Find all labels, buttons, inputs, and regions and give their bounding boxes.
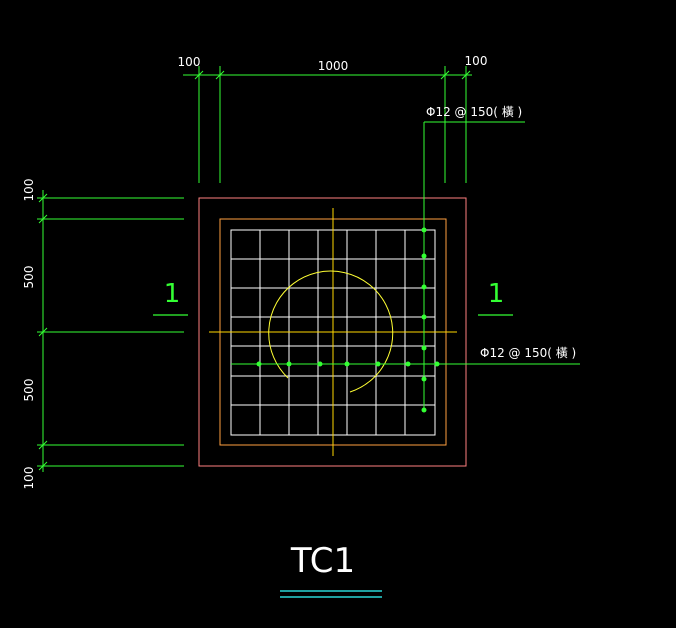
- column-circle: [268, 270, 394, 393]
- drawing-title: TC1: [290, 541, 355, 581]
- dim-left-bottom: 100: [22, 467, 36, 490]
- dim-left-upper: 500: [22, 266, 36, 289]
- dim-left-top: 100: [22, 179, 36, 202]
- top-dimension: [183, 66, 472, 183]
- section-left-label: 1: [164, 279, 181, 309]
- dim-top-right: 100: [465, 54, 488, 68]
- rebar-note-bottom: Φ12 @ 150( 橫 ): [480, 346, 576, 360]
- section-right-label: 1: [488, 279, 505, 309]
- dim-top-middle: 1000: [318, 59, 349, 73]
- dim-top-left: 100: [178, 55, 201, 69]
- left-dimension: [37, 190, 184, 472]
- centerlines: [209, 208, 457, 456]
- rebar-dots: [256, 227, 440, 413]
- rebar-note-top: Φ12 @ 150( 橫 ): [426, 105, 522, 119]
- dim-left-lower: 500: [22, 379, 36, 402]
- outer-outline: [198, 197, 467, 467]
